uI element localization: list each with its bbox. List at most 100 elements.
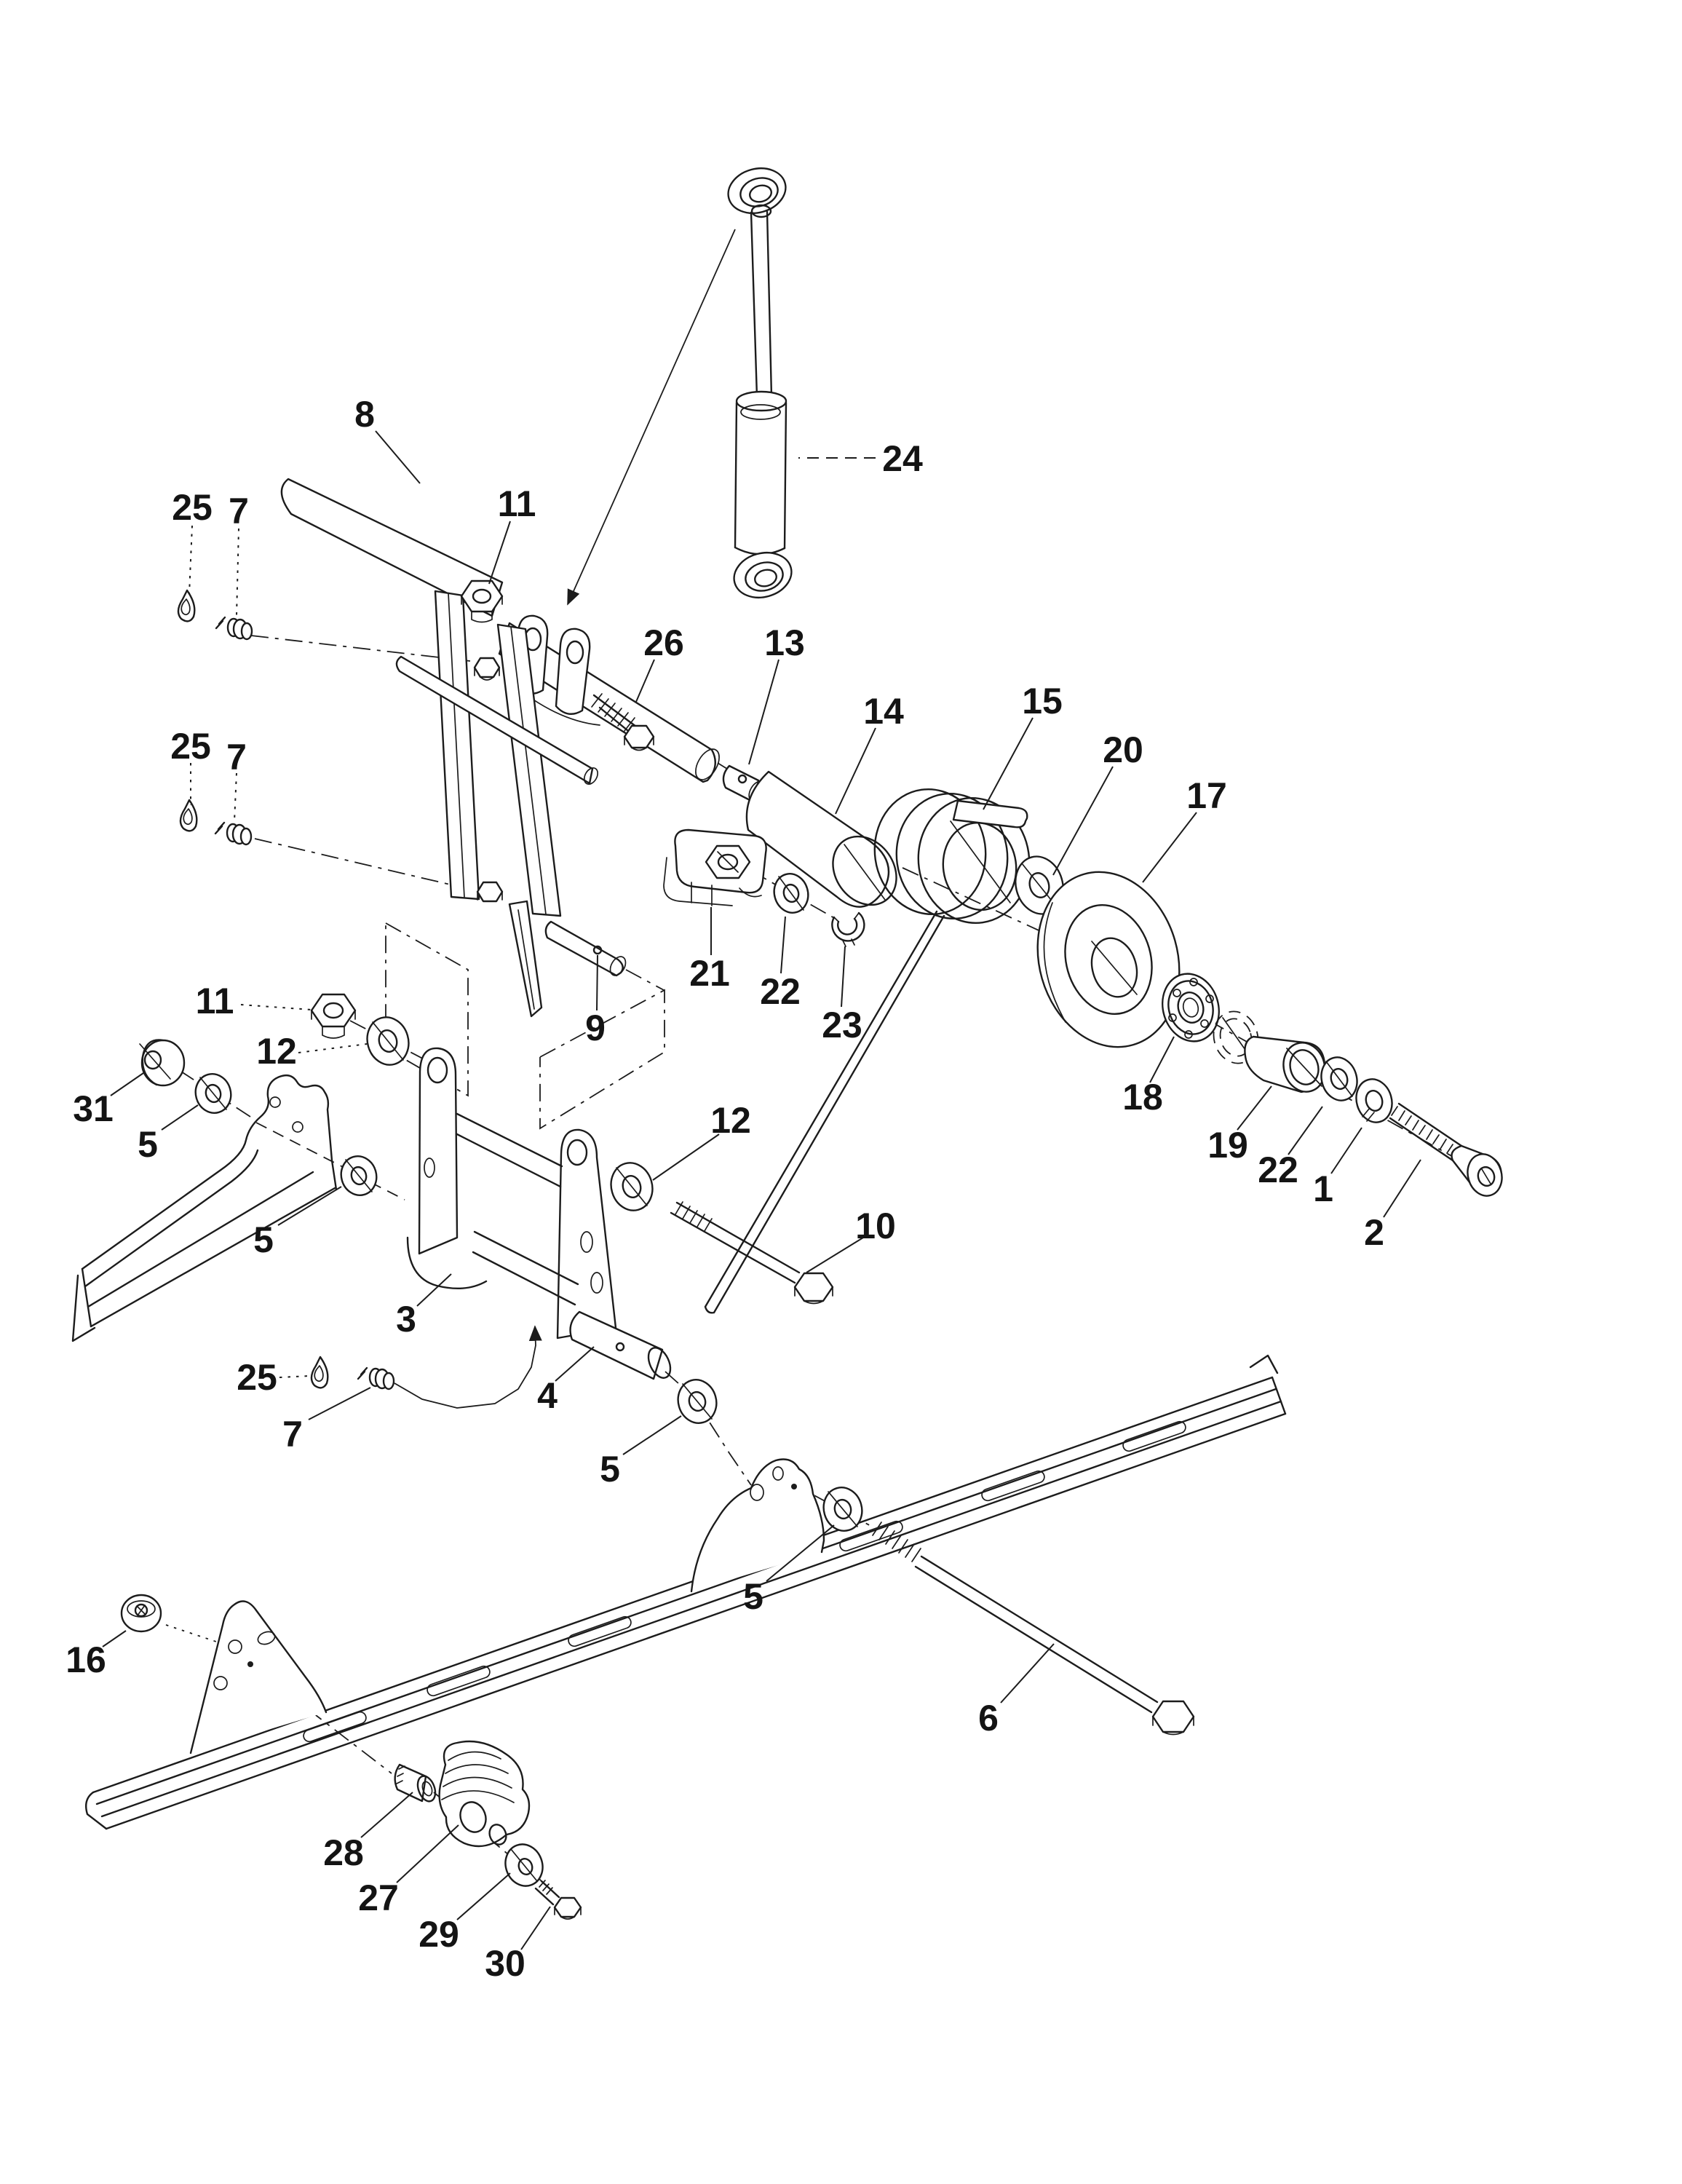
speed-nut-and-screw-sets [177,589,395,1390]
guide-axis-bushing28 [253,1666,392,1774]
leader-31 [110,1072,144,1096]
leader-6 [1000,1643,1055,1704]
guide-axis-strap-screw [254,838,469,890]
callout-10: 10 [855,1206,896,1246]
callout-5-d: 5 [743,1576,763,1617]
rocker-strap-plates-drawing [395,590,599,1018]
callout-5-c: 5 [600,1449,620,1489]
leader-8 [375,430,421,484]
leader-20 [1052,766,1114,876]
retaining-ring-dashed [1213,1010,1259,1064]
callout-13: 13 [764,622,805,663]
leader-25-c [279,1375,310,1378]
clevis-bolt-head [473,657,501,678]
leader-5-d [766,1524,835,1582]
callout-25-b: 25 [170,726,211,767]
pin-9-drawing [544,920,627,977]
callout-12-a: 12 [256,1031,297,1072]
callout-1: 1 [1313,1168,1333,1209]
callout-11-a: 11 [498,483,536,524]
callout-22-b: 22 [1258,1150,1298,1190]
leader-12-b [652,1133,720,1181]
callout-20: 20 [1103,729,1143,770]
callout-30: 30 [485,1943,525,1984]
leader-27 [396,1824,459,1883]
leader-4 [555,1346,595,1382]
guide-axis-washer5c [665,1371,752,1486]
callout-26: 26 [643,622,684,663]
leader-12-a [298,1043,368,1053]
leader-1 [1330,1127,1362,1174]
leader-3 [416,1273,452,1307]
leader-23 [841,946,846,1008]
leader-5-c [622,1415,682,1455]
callout-22-a: 22 [760,971,801,1012]
callout-5-b: 5 [253,1219,274,1260]
callout-11-b: 11 [196,981,234,1021]
callout-23: 23 [822,1005,862,1045]
callout-2: 2 [1364,1212,1384,1253]
callout-27: 27 [358,1878,399,1918]
leader-17 [1142,812,1197,883]
leader-29 [456,1872,511,1920]
guide-axis-clevis-screw [250,635,471,662]
leader-19 [1237,1085,1272,1131]
callout-29: 29 [418,1914,459,1955]
callout-15: 15 [1022,681,1063,721]
guide-axis-washer5b2 [370,1182,405,1200]
bolt-30 [534,1880,582,1920]
callout-7-b: 7 [226,737,247,778]
callout-25-c: 25 [237,1357,277,1398]
leader-7-c [308,1387,371,1420]
callout-8: 8 [354,394,375,435]
callout-17: 17 [1186,775,1227,816]
bearing-stack-drawing [1162,973,1503,1197]
callout-7-c: 7 [282,1414,303,1455]
leader-30 [520,1906,551,1950]
callout-25-a: 25 [172,487,213,528]
guide-proj-box-b [539,989,665,1130]
bolt-6-drawing [822,1487,1195,1736]
leader-11-a [488,521,511,585]
lock-washer-1 [1355,1078,1393,1123]
left-slide-rail-drawing [71,1074,338,1342]
strap-lower-bolt-head [476,881,504,903]
clevis-bracket-drawing [473,614,600,726]
callout-9: 9 [585,1008,606,1048]
idler-wheel-drawing [1036,871,1181,1048]
bolt-26-drawing [591,693,655,751]
hex-nut-11a-drawing [460,579,504,623]
leader-14 [835,727,876,815]
leader-26 [635,659,655,703]
cap-nut-16-drawing [120,1594,162,1633]
leader-22-a [780,916,786,974]
guide-screw-7c-mount-arrow [394,1325,542,1409]
guide-axis-pin9 [625,969,665,991]
callout-3: 3 [396,1299,416,1340]
socket-bolt-2 [1389,1102,1503,1197]
tunnel-rail-drawing [85,1354,1287,1830]
latch-21-drawing [663,828,865,947]
callout-4: 4 [537,1375,558,1416]
leader-18 [1149,1036,1175,1083]
rail-front-bracket [189,1600,328,1754]
leader-5-a [161,1104,199,1131]
e-clip-23 [831,911,865,947]
callout-16: 16 [66,1639,106,1680]
collar-13-sleeve-14-drawing [722,764,897,908]
cross-rod [395,655,594,785]
rail-slots [303,1420,1186,1743]
leader-22-b [1288,1106,1323,1155]
leader-28 [360,1792,413,1838]
guide-proj-box-a [385,922,469,1097]
leader-11-b [240,1004,312,1010]
callout-5-a: 5 [138,1124,158,1165]
callout-14: 14 [863,691,904,732]
bearing-balls [1168,978,1214,1039]
guide-shock-mount-arrow [567,229,736,606]
rail-shock-boss [690,1458,825,1593]
spring-short-leg [952,799,1028,828]
